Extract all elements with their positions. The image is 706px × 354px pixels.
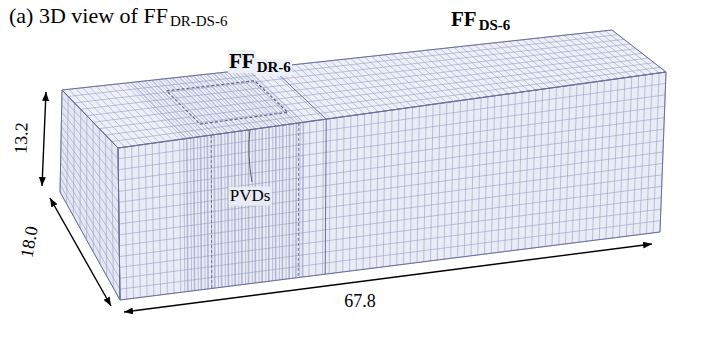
region-label: FF [450,8,478,31]
region-label: FF [228,50,256,73]
dimension-label: 67.8 [343,292,377,312]
pvd-column [298,123,300,278]
dimension-label: 18.0 [17,224,42,260]
pvd-zone [167,81,288,124]
model-features [167,67,327,288]
dimension-arrow [50,198,111,306]
leader-line [249,129,252,182]
title-subscript: DR-DS-6 [169,13,229,30]
title-text: (a) 3D view of FF [8,4,169,28]
region-subscript: DS-6 [478,17,512,34]
mesh-line [62,30,666,148]
front-outline [118,72,666,300]
region-subscript: DR-6 [256,59,292,76]
dimension-arrow [42,92,46,186]
dimension-label: 13.2 [12,121,33,155]
pvd-column [211,135,213,288]
top-outline [62,30,666,148]
callout-label: PVDs [229,187,272,206]
dimension-arrow [124,244,652,312]
mesh-lines [60,30,666,300]
